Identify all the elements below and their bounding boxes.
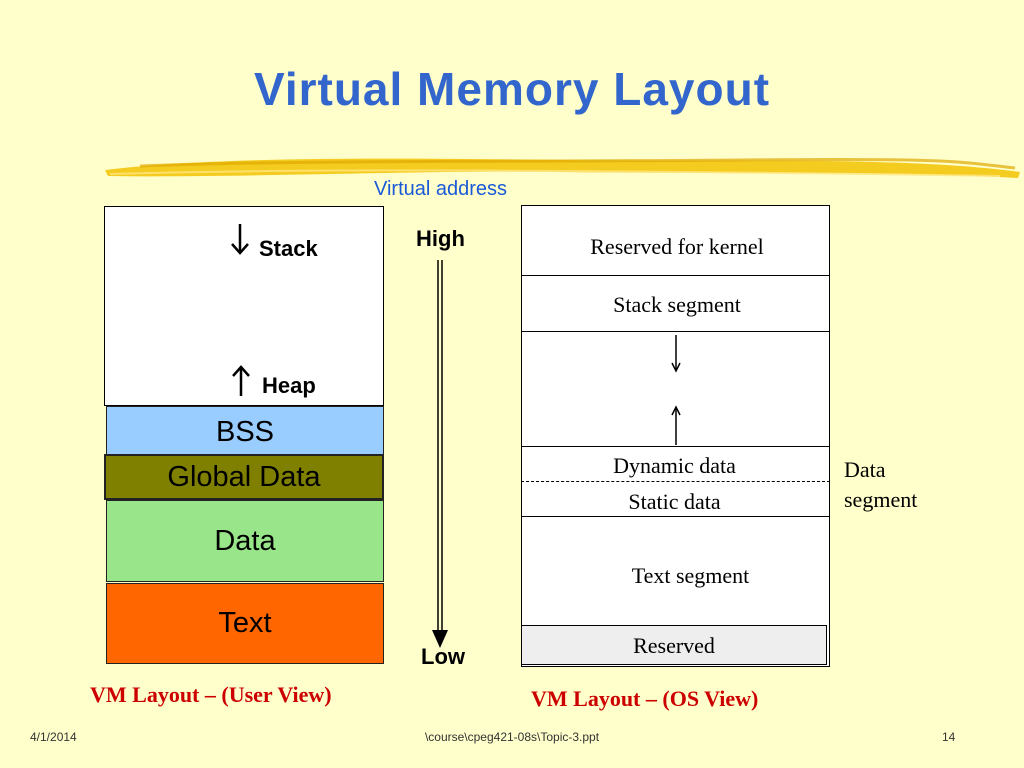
address-axis-arrow-icon (432, 260, 448, 648)
low-label: Low (421, 644, 465, 669)
data-segment-label: Data (214, 524, 276, 557)
footer-page-number: 14 (942, 730, 956, 744)
stack-segment-label: Stack segment (613, 292, 741, 317)
dynamic-data-label: Dynamic data (613, 453, 736, 478)
footer-date: 4/1/2014 (30, 730, 77, 744)
footer-path: \course\cpeg421-08s\Topic-3.ppt (424, 730, 600, 744)
global-data-segment-label: Global Data (167, 460, 321, 493)
bss-segment-label: BSS (215, 415, 275, 448)
data-segment: Data (106, 500, 384, 582)
user-view-caption: VM Layout – (User View) (90, 682, 332, 707)
data-segment-side-label-line1: Data (844, 457, 886, 482)
user-view-free-area (104, 206, 384, 406)
text-segment-os-label: Text segment (631, 563, 750, 588)
stack-down-arrow-icon (231, 224, 249, 255)
os-divider (521, 331, 830, 332)
heap-up-arrow-icon (232, 365, 250, 396)
os-divider (521, 446, 830, 447)
heap-growth-up-arrow-icon (671, 405, 681, 445)
data-segment-side-label-line2: segment (844, 487, 918, 512)
global-data-segment: Global Data (104, 454, 384, 500)
slide-title: Virtual Memory Layout (253, 63, 771, 115)
static-data-label: Static data (628, 489, 721, 514)
heap-label: Heap (262, 373, 316, 398)
title-underline-stroke (105, 157, 1020, 178)
reserved-block (521, 625, 827, 665)
high-label: High (416, 226, 465, 251)
stack-label: Stack (259, 236, 318, 261)
os-dashed-divider (521, 481, 830, 482)
virtual-address-label: Virtual address (374, 178, 508, 200)
text-segment-label: Text (218, 607, 272, 639)
reserved-kernel-label: Reserved for kernel (590, 234, 764, 259)
os-divider (521, 516, 830, 517)
stack-growth-down-arrow-icon (671, 335, 681, 373)
bss-segment: BSS (106, 406, 384, 458)
os-view-caption: VM Layout – (OS View) (531, 686, 759, 711)
text-segment: Text (106, 583, 384, 664)
os-divider (521, 275, 830, 276)
reserved-label: Reserved (633, 633, 715, 658)
data-segment-side-label: Data segment (844, 455, 917, 515)
